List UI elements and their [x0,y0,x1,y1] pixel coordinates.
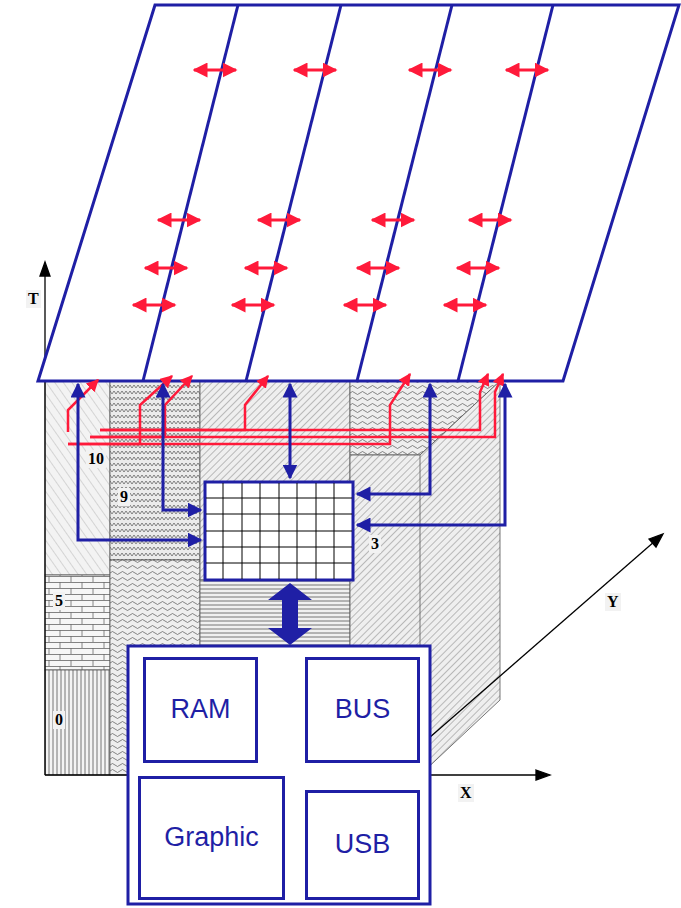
callout-number: 0 [53,711,65,729]
component-box: USB [305,790,420,900]
axis-arrowhead [649,534,663,547]
exchange-arrow [194,69,236,72]
axis-label: X [458,784,474,802]
red-route [90,374,503,437]
thick-double-arrow [268,583,312,645]
red-route [68,374,410,444]
processor-plane [38,5,679,381]
component-box: RAM [143,657,258,763]
region-zigzag [110,381,200,560]
grid-outline [205,482,353,580]
callout-number: 9 [118,488,130,506]
component-label: USB [335,830,391,860]
grid-array [205,482,353,580]
exchange-arrow [294,69,336,72]
component-box: Graphic [138,776,285,900]
exchange-arrow [344,304,386,307]
blue-links [78,384,505,540]
axis-label: Y [605,593,621,611]
blue-link [357,384,430,494]
red-route [100,376,268,430]
component-label: RAM [171,695,231,725]
plane-outline [38,5,679,381]
red-route [68,376,172,444]
blue-link [163,384,201,510]
strip-divider [357,5,452,381]
exchange-arrow [409,69,451,72]
exchange-arrow [372,219,414,222]
red-routes [68,374,503,444]
exchange-arrow [232,304,274,307]
red-route [90,376,192,437]
axis-arrowhead [536,770,550,780]
exchange-arrow [457,267,499,270]
component-label: BUS [335,695,391,725]
exchange-arrow [145,267,187,270]
strip-divider [458,5,553,381]
blue-link [357,384,505,525]
component-box: BUS [305,657,420,763]
grid-line [206,563,352,564]
red-route [68,380,98,432]
strip-divider [143,5,238,381]
exchange-arrow [506,69,548,72]
exchange-arrow [245,267,287,270]
callout-number: 3 [369,535,381,553]
exchange-arrow [158,219,200,222]
strip-divider [246,5,341,381]
grid-line [206,498,352,499]
axis-label: T [26,290,41,308]
grid-line [206,547,352,548]
exchange-arrow [133,304,175,307]
axis-arrowhead [40,262,50,276]
exchange-arrow [469,219,511,222]
exchange-arrow [357,267,399,270]
grid-lines [206,483,352,579]
component-label: Graphic [164,823,259,853]
board-housing [128,646,430,904]
callout-number: 10 [86,450,106,468]
callout-number: 5 [53,592,65,610]
grid-line [206,531,352,532]
region-vertical [45,670,110,775]
blue-link [289,384,292,478]
region-brick [45,575,110,670]
blue-link [78,384,201,540]
t-axis [44,268,45,775]
exchange-arrow [444,304,486,307]
grid-line [206,514,352,515]
exchange-arrows [133,70,548,305]
exchange-arrow [258,219,300,222]
